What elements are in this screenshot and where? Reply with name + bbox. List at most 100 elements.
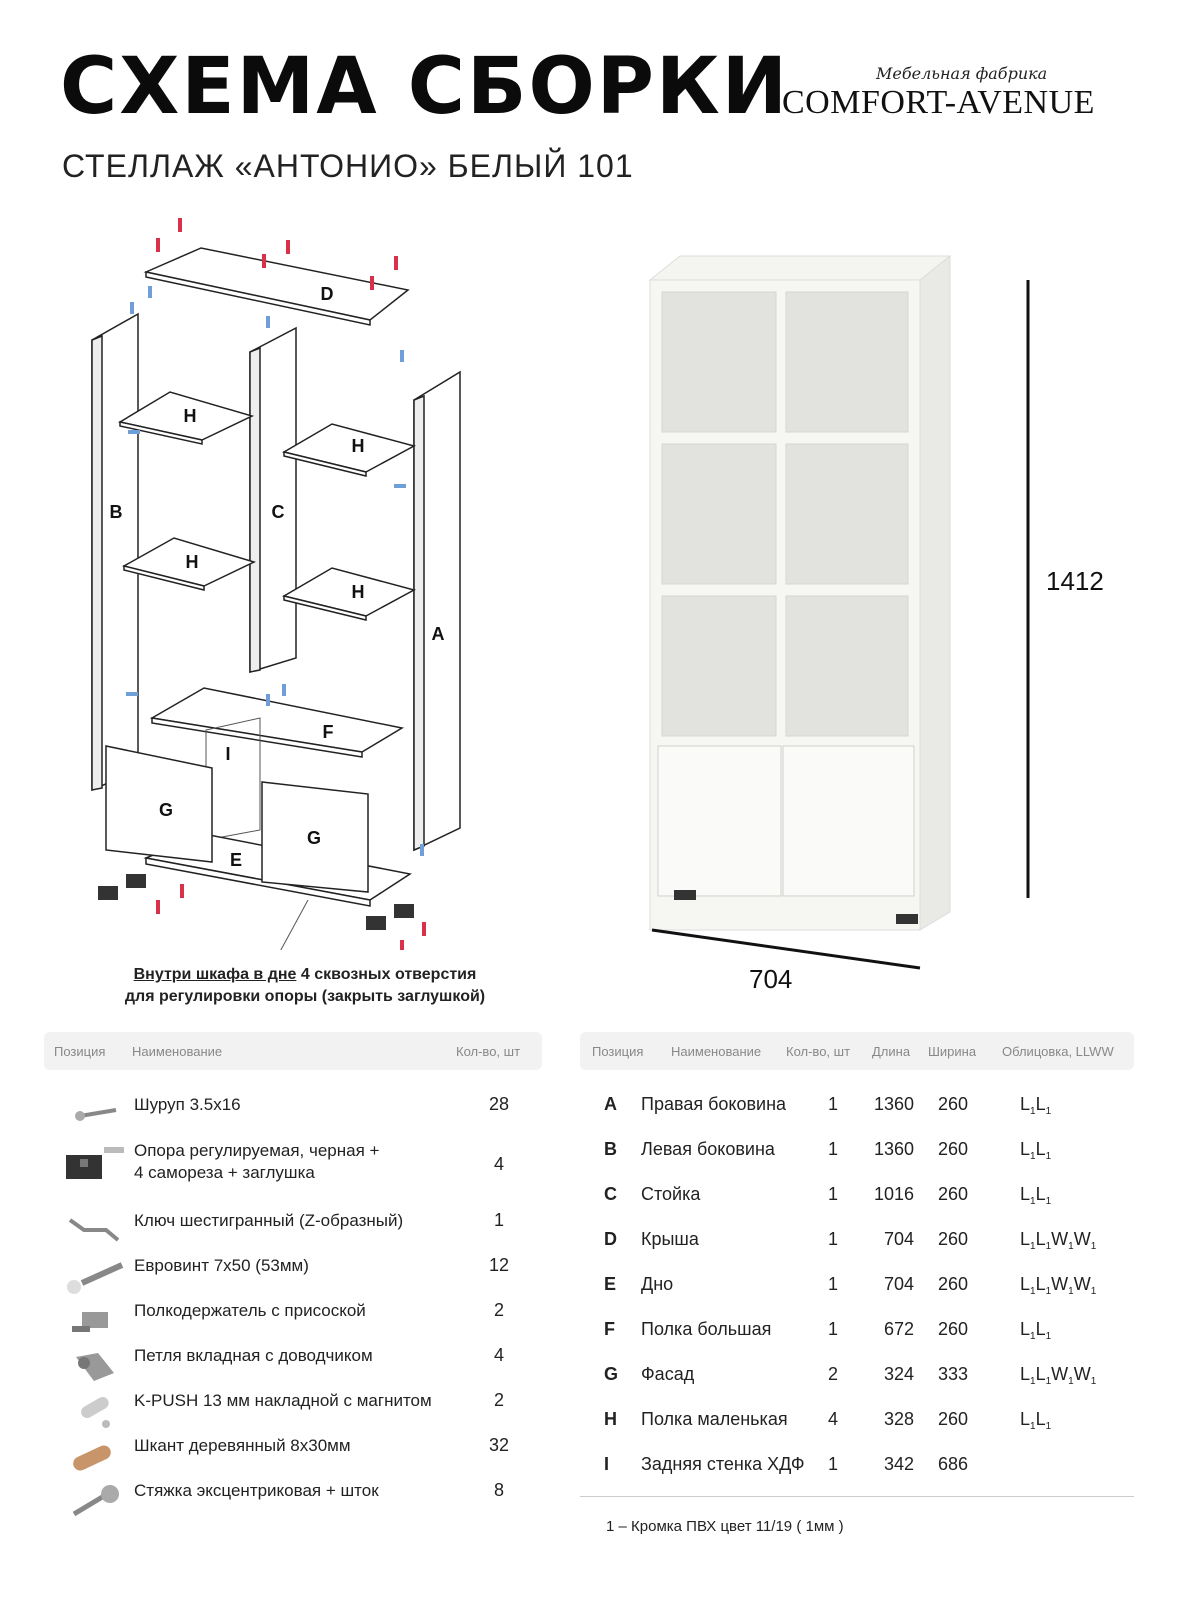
part-edging: L1L1 xyxy=(1020,1409,1052,1432)
hardware-name-line-1: Опора регулируемая, черная + xyxy=(134,1141,380,1160)
part-qty: 4 xyxy=(828,1409,839,1429)
screw-icon xyxy=(75,1108,117,1121)
hardware-name: Стяжка эксцентриковая + шток xyxy=(134,1481,379,1500)
foot-3 xyxy=(366,916,386,930)
table-row: Шкант деревянный 8х30мм 32 xyxy=(44,1435,542,1480)
note-part-1: Внутри шкафа в дне xyxy=(133,966,297,983)
hardware-name: Шуруп 3.5х16 xyxy=(134,1095,241,1114)
hardware-qty: 32 xyxy=(488,1435,510,1455)
table-row: Ключ шестигранный (Z-образный) 1 xyxy=(44,1210,542,1255)
label-g-2: G xyxy=(307,828,321,848)
part-code: C xyxy=(604,1184,617,1204)
part-qty: 1 xyxy=(828,1229,839,1249)
part-edging: L1L1W1W1 xyxy=(1020,1229,1097,1252)
part-width: 260 xyxy=(938,1094,969,1114)
label-i: I xyxy=(225,744,230,764)
table-row: K-PUSH 13 мм накладной с магнитом 2 xyxy=(44,1390,542,1435)
header-position: Позиция xyxy=(54,1044,106,1059)
foot-4 xyxy=(394,904,414,918)
part-qty: 1 xyxy=(828,1274,839,1294)
hinge-icon xyxy=(76,1353,114,1381)
note-line-2: для регулировки опоры (закрыть заглушкой… xyxy=(124,988,486,1005)
hardware-table-header: Позиция Наименование Кол-во, шт xyxy=(44,1032,542,1070)
part-code: B xyxy=(604,1139,617,1159)
width-dim-line xyxy=(651,928,921,970)
label-h-2: H xyxy=(352,436,365,456)
part-edging: L1L1 xyxy=(1020,1319,1052,1342)
part-name: Крыша xyxy=(641,1229,699,1249)
part-name: Полка большая xyxy=(641,1319,772,1339)
label-a: A xyxy=(432,624,445,644)
header-edging: Облицовка, LLWW xyxy=(1002,1044,1114,1059)
hardware-qty: 8 xyxy=(493,1480,504,1500)
part-name: Фасад xyxy=(641,1364,695,1384)
part-name: Левая боковина xyxy=(641,1139,775,1159)
header-qty: Кол-во, шт xyxy=(786,1044,851,1059)
part-edging: L1L1W1W1 xyxy=(1020,1274,1097,1297)
label-d: D xyxy=(321,284,334,304)
hardware-qty: 2 xyxy=(493,1300,504,1320)
part-length: 328 xyxy=(883,1409,914,1429)
part-code: D xyxy=(604,1229,617,1249)
page-title: СХЕМА СБОРКИ xyxy=(60,42,790,132)
part-width: 260 xyxy=(938,1409,969,1429)
push-latch-icon xyxy=(81,1397,110,1428)
part-edging: L1L1 xyxy=(1020,1094,1052,1117)
part-name: Стойка xyxy=(641,1184,701,1204)
shelf-h-2 xyxy=(282,423,417,473)
hardware-qty: 4 xyxy=(493,1154,504,1174)
divider xyxy=(580,1496,1134,1497)
label-e: E xyxy=(230,850,242,870)
hardware-name: Петля вкладная с доводчиком xyxy=(134,1346,373,1365)
door-left xyxy=(657,745,782,897)
assembly-diagram: D H H C B H H A F I G G E xyxy=(91,218,461,950)
part-length: 1016 xyxy=(873,1184,914,1204)
part-code: F xyxy=(604,1319,615,1339)
part-edging: L1L1W1W1 xyxy=(1020,1364,1097,1387)
height-dimension: 1412 xyxy=(1046,566,1104,596)
label-c: C xyxy=(272,502,285,522)
note-pointer xyxy=(280,899,309,950)
part-qty: 1 xyxy=(828,1139,839,1159)
foot-1 xyxy=(98,886,118,900)
hardware-name: Полкодержатель с присоской xyxy=(134,1301,366,1320)
part-width: 686 xyxy=(938,1454,969,1474)
part-length: 1360 xyxy=(873,1094,914,1114)
foot-2 xyxy=(126,874,146,888)
parts-table-header: Позиция Наименование Кол-во, шт Длина Ши… xyxy=(580,1032,1134,1070)
part-name: Полка маленькая xyxy=(641,1409,788,1429)
label-f: F xyxy=(323,722,334,742)
label-h-3: H xyxy=(186,552,199,572)
part-qty: 2 xyxy=(828,1364,839,1384)
hardware-qty: 1 xyxy=(493,1210,504,1230)
dowel-icon xyxy=(73,1445,111,1471)
part-code: I xyxy=(604,1454,610,1474)
part-width: 260 xyxy=(938,1229,969,1249)
table-row: Шуруп 3.5х16 28 xyxy=(44,1094,542,1139)
part-code: G xyxy=(604,1364,619,1384)
front-g-1 xyxy=(105,745,213,863)
part-length: 704 xyxy=(883,1274,914,1294)
note-part-2: 4 сквозных отверстия xyxy=(300,966,477,983)
front-g-2 xyxy=(261,781,369,893)
part-qty: 1 xyxy=(828,1094,839,1114)
edge-footnote: 1 – Кромка ПВХ цвет 11/19 ( 1мм ) xyxy=(606,1518,844,1535)
header-name: Наименование xyxy=(132,1044,223,1059)
cam-lock-icon xyxy=(72,1485,119,1517)
header-qty: Кол-во, шт xyxy=(456,1044,521,1059)
brand-name: COMFORT-AVENUE xyxy=(782,84,1095,121)
hardware-name: Шкант деревянный 8х30мм xyxy=(134,1436,351,1455)
adjustable-foot-icon xyxy=(66,1147,124,1179)
hardware-name: Опора регулируемая, черная + 4 самореза +… xyxy=(134,1140,474,1184)
part-qty: 1 xyxy=(828,1454,839,1474)
door-right xyxy=(782,745,915,897)
hardware-name-line-2: 4 самореза + заглушка xyxy=(134,1163,315,1182)
part-width: 260 xyxy=(938,1139,969,1159)
eurovint-icon xyxy=(67,1262,124,1294)
part-length: 1360 xyxy=(873,1139,914,1159)
